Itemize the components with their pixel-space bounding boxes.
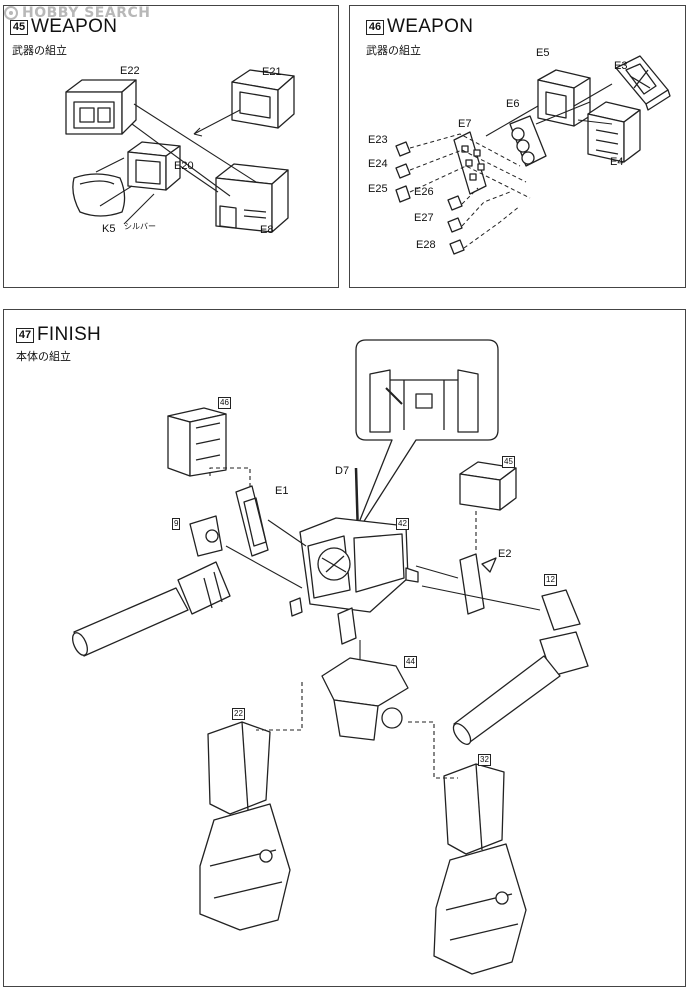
- part-e2-drawing: [460, 554, 496, 614]
- label-e4: E4: [610, 156, 624, 168]
- label-e25: E25: [368, 183, 388, 195]
- ref-box-45: 45: [502, 456, 515, 468]
- label-e7: E7: [458, 118, 472, 130]
- part-k5-drawing: [73, 174, 125, 216]
- label-k5: K5: [102, 223, 116, 235]
- step-45-subtitle: 武器の組立: [12, 45, 67, 57]
- label-e8: E8: [260, 224, 274, 236]
- right-cannon-arm-12-drawing: [450, 590, 588, 747]
- hobby-search-logo-icon: [4, 6, 18, 20]
- label-e21: E21: [262, 66, 282, 78]
- step-45-number: 45: [10, 19, 28, 35]
- waist-44-drawing: [322, 658, 408, 740]
- label-silver: シルバー: [124, 222, 156, 231]
- part-e1-drawing: [236, 486, 268, 556]
- part-e7-drawing: [454, 132, 486, 194]
- ref-box-42: 42: [396, 518, 409, 530]
- step-46-assembly-lines: [486, 84, 612, 136]
- part-e20-drawing: [128, 142, 180, 190]
- leg-22-drawing: [200, 722, 290, 930]
- label-e6: E6: [506, 98, 520, 110]
- label-e3: E3: [614, 60, 628, 72]
- label-e1: E1: [275, 485, 289, 497]
- label-e2: E2: [498, 548, 512, 560]
- watermark: HOBBY SEARCH: [4, 4, 150, 22]
- part-e5-drawing: [538, 70, 590, 126]
- ammo-box-45-drawing: [460, 462, 516, 510]
- step-47-diagram: [4, 310, 687, 988]
- watermark-text: HOBBY SEARCH: [22, 5, 151, 21]
- step-47-title: FINISH: [37, 324, 102, 345]
- label-e22: E22: [120, 65, 140, 77]
- part-e6-drawing: [510, 116, 546, 166]
- step-47-dashed-lines: [210, 468, 476, 778]
- part-e3-drawing: [616, 56, 670, 110]
- step-45-assembly-lines: [96, 104, 256, 224]
- label-e27: E27: [414, 212, 434, 224]
- label-d7: D7: [335, 465, 350, 477]
- step-46-dashed-lines: [410, 134, 530, 248]
- step-46-title: WEAPON: [387, 16, 474, 37]
- ref-box-32: 32: [478, 754, 491, 766]
- step-46-diagram: [350, 6, 687, 289]
- step-47-number: 47: [16, 327, 34, 343]
- weapon-pod-46-drawing: [168, 408, 226, 476]
- ref-box-22: 22: [232, 708, 245, 720]
- step-45-diagram: [4, 6, 340, 289]
- step-46-subtitle: 武器の組立: [366, 45, 421, 57]
- label-e5: E5: [536, 47, 550, 59]
- step-45-title: WEAPON: [31, 16, 118, 37]
- step-45-panel: 45 WEAPON 武器の組立: [3, 5, 339, 288]
- step-46-number: 46: [366, 19, 384, 35]
- parts-small-drawing: [396, 142, 464, 254]
- step-45-header: 45 WEAPON: [10, 16, 117, 38]
- ref-box-12: 12: [544, 574, 557, 586]
- step-47-header: 47 FINISH: [16, 324, 101, 346]
- part-e8-drawing: [216, 164, 288, 232]
- label-e26: E26: [414, 186, 434, 198]
- zoom-callout-drawing: [352, 340, 498, 540]
- label-e23: E23: [368, 134, 388, 146]
- part-e22-drawing: [66, 80, 136, 134]
- step-47-panel: 47 FINISH 本体の組立: [3, 309, 686, 987]
- ref-box-46: 46: [218, 397, 231, 409]
- label-e20: E20: [174, 160, 194, 172]
- part-e4-drawing: [588, 102, 640, 162]
- upper-body-42-drawing: [290, 518, 418, 644]
- ref-box-44: 44: [404, 656, 417, 668]
- step-46-panel: 46 WEAPON 武器の組立: [349, 5, 686, 288]
- step-47-assembly-lines: [226, 520, 540, 660]
- ref-box-9: 9: [172, 518, 181, 530]
- left-cannon-arm-9-drawing: [70, 516, 230, 657]
- leg-32-drawing: [434, 764, 526, 974]
- step-47-subtitle: 本体の組立: [16, 351, 71, 363]
- step-46-header: 46 WEAPON: [366, 16, 473, 38]
- label-e28: E28: [416, 239, 436, 251]
- label-e24: E24: [368, 158, 388, 170]
- part-e21-drawing: [232, 70, 294, 128]
